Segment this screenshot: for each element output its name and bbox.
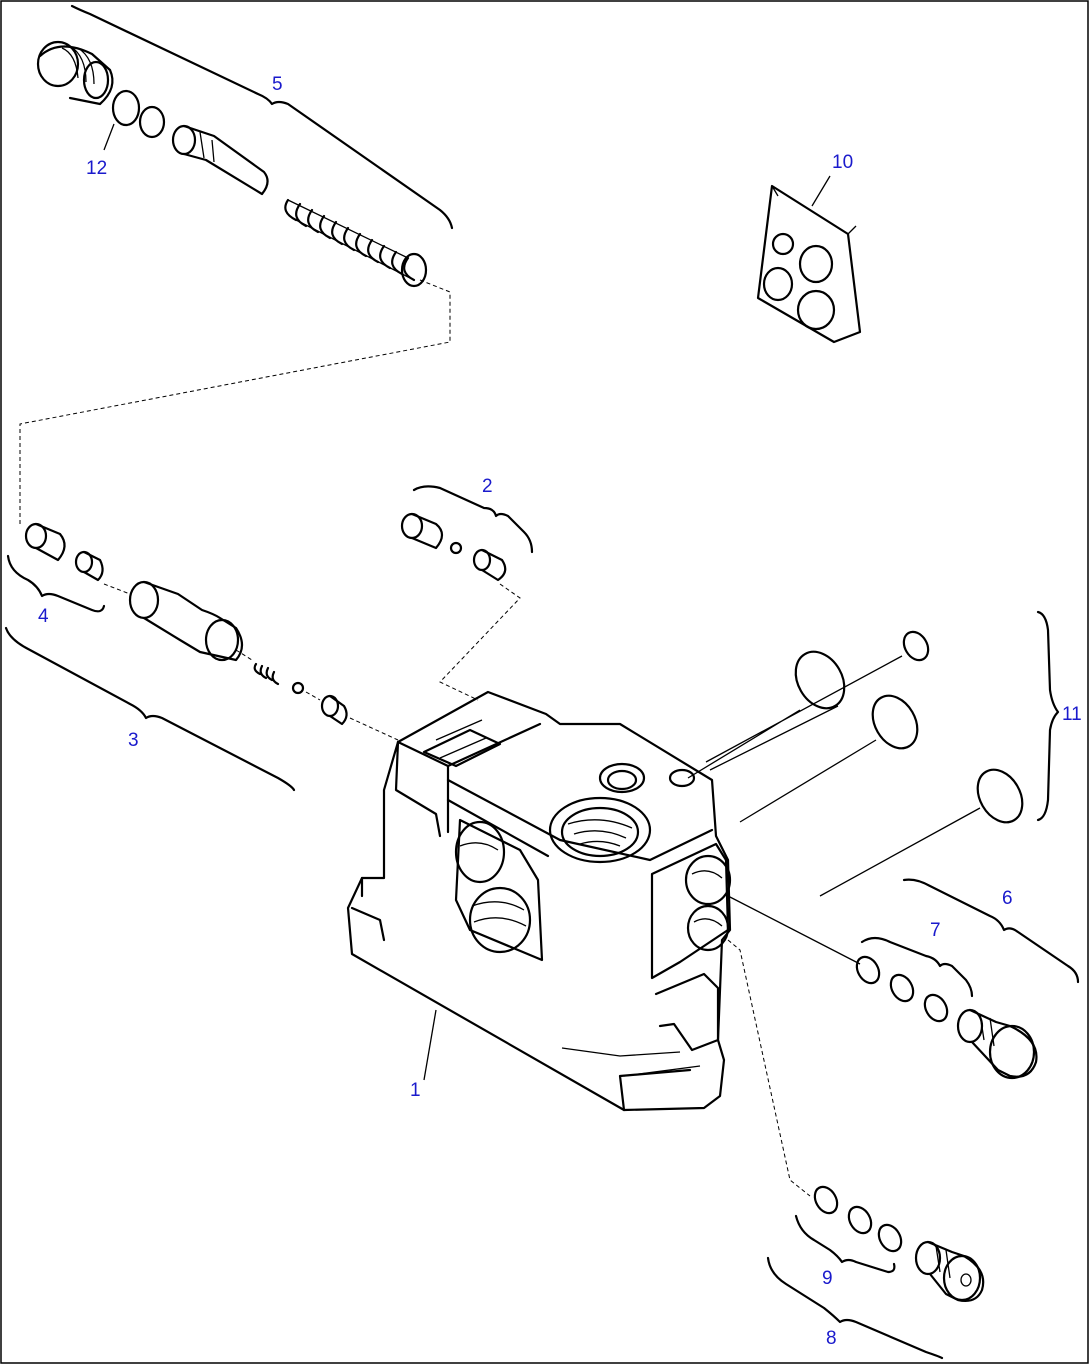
callout-2: 2 xyxy=(482,476,493,497)
bracket-4 xyxy=(6,554,106,613)
part-group-3 xyxy=(4,580,399,792)
callout-4: 4 xyxy=(38,606,49,627)
leader-10 xyxy=(811,175,831,207)
bracket-9 xyxy=(794,1214,896,1274)
end-cap-5 xyxy=(36,40,114,106)
bracket-11 xyxy=(1036,610,1060,822)
leader-3 xyxy=(103,583,399,741)
part-group-5 xyxy=(19,4,454,526)
callout-6: 6 xyxy=(1002,888,1013,909)
leader-6 xyxy=(727,895,861,965)
part-group-8 xyxy=(727,939,985,1360)
callout-7: 7 xyxy=(930,920,941,941)
valve-body-1 xyxy=(346,690,732,1112)
bracket-8 xyxy=(766,1256,944,1360)
callout-10: 10 xyxy=(832,152,853,173)
callout-9: 9 xyxy=(822,1268,833,1289)
plug-8 xyxy=(914,1240,985,1302)
seal-kit-10 xyxy=(756,175,862,344)
bracket-3 xyxy=(4,626,296,792)
callout-3: 3 xyxy=(128,730,139,751)
spring-5 xyxy=(284,198,428,288)
leader-1 xyxy=(423,1009,437,1081)
leader-2 xyxy=(439,583,521,701)
backup-ring xyxy=(138,105,166,139)
bracket-6 xyxy=(902,878,1080,984)
bracket-2 xyxy=(412,485,534,554)
part-group-6 xyxy=(727,878,1080,1080)
callout-1: 1 xyxy=(410,1080,421,1101)
bracket-5 xyxy=(70,4,454,230)
callout-11: 11 xyxy=(1062,704,1082,725)
leader-8 xyxy=(727,939,811,1197)
spool-5 xyxy=(171,124,269,196)
leader-5-to-4 xyxy=(19,279,451,526)
part-group-11 xyxy=(687,610,1060,897)
part-group-4 xyxy=(6,522,106,613)
part-group-2 xyxy=(400,485,534,701)
callout-5: 5 xyxy=(272,74,283,95)
leader-12 xyxy=(103,123,115,151)
plug-6 xyxy=(956,1008,1038,1080)
bracket-7 xyxy=(860,936,974,998)
o-ring-12 xyxy=(111,89,141,127)
callout-8: 8 xyxy=(826,1328,837,1349)
callout-12: 12 xyxy=(86,158,107,179)
